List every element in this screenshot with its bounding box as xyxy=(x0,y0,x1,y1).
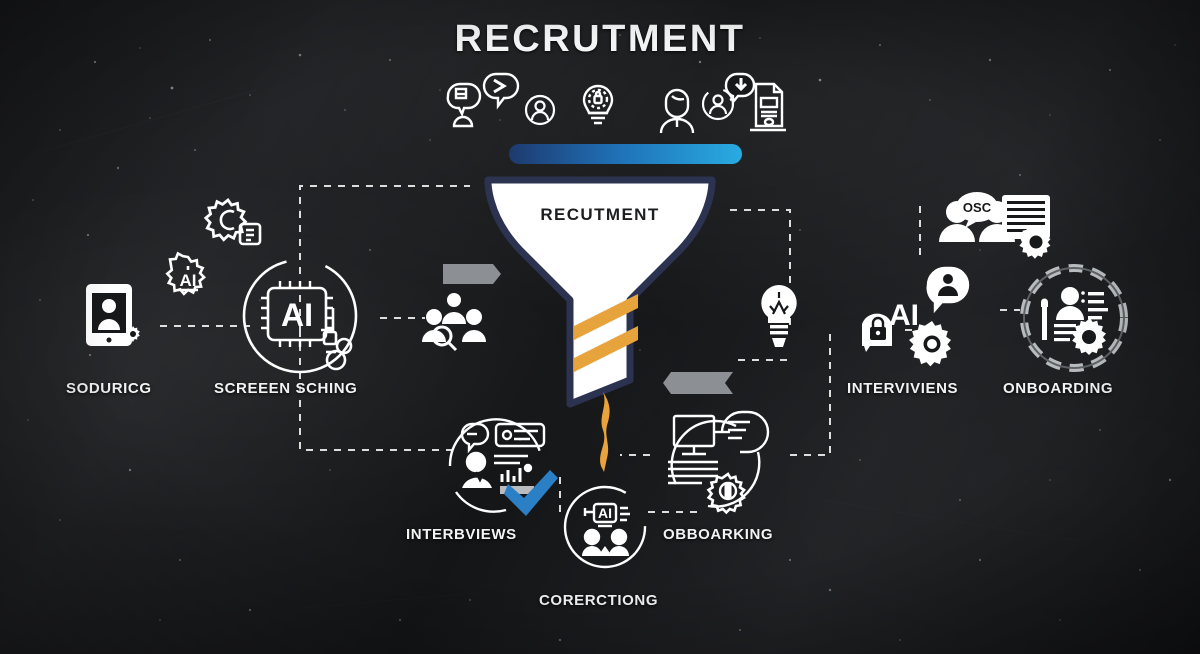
svg-text:OSC: OSC xyxy=(963,200,992,215)
avatar-bubble-icon xyxy=(925,265,971,317)
stage-label-offboarding-bottom: OBBOARKING xyxy=(663,526,774,543)
monitor-gear-circle-icon xyxy=(658,406,776,515)
blue-checkmark-icon xyxy=(500,470,562,518)
recruitment-funnel: RECUTMENT xyxy=(470,174,730,408)
gear-large-icon xyxy=(908,320,956,368)
svg-text:AI: AI xyxy=(281,297,313,333)
people-group-search-icon xyxy=(420,290,490,356)
page-title: RECRUTMENT xyxy=(454,18,746,60)
tablet-profile-icon xyxy=(84,282,146,352)
funnel-drip-icon xyxy=(591,392,617,472)
tag-shape-right xyxy=(663,372,733,394)
stage-label-onboarding-right: ONBOARDING xyxy=(1003,380,1114,397)
stage-label-screening: SCREEEN SCHING xyxy=(214,380,358,397)
lightbulb-icon xyxy=(756,284,802,350)
stage-label-sourcing: SODURICG xyxy=(66,380,152,397)
tag-shape-left xyxy=(443,264,501,284)
ai-meeting-circle-icon: AI xyxy=(562,484,648,570)
svg-text:AI: AI xyxy=(180,271,197,290)
stage-label-interviews-right: INTERVIVIENS xyxy=(847,380,959,397)
stage-label-interviews-bottom: INTERBVIEWS xyxy=(406,526,517,543)
speech-bubble-arrow-icon xyxy=(478,72,524,114)
person-profile-icon xyxy=(655,85,699,135)
svg-text:AI: AI xyxy=(598,505,612,521)
user-avatar-circle-icon xyxy=(523,93,557,127)
document-server-icon xyxy=(748,82,788,134)
lightbulb-lock-icon xyxy=(570,78,626,134)
dashed-ring-person-gear-icon xyxy=(1018,262,1130,374)
gear-icon xyxy=(1018,224,1054,260)
progress-bar xyxy=(509,144,742,164)
ai-chip-circle-icon: AI xyxy=(240,256,360,376)
stage-label-correcting: CORERCTIONG xyxy=(539,592,659,609)
gear-ai-icon: AI xyxy=(156,248,220,310)
funnel-label: RECUTMENT xyxy=(540,205,660,224)
lock-head-icon xyxy=(856,312,902,358)
